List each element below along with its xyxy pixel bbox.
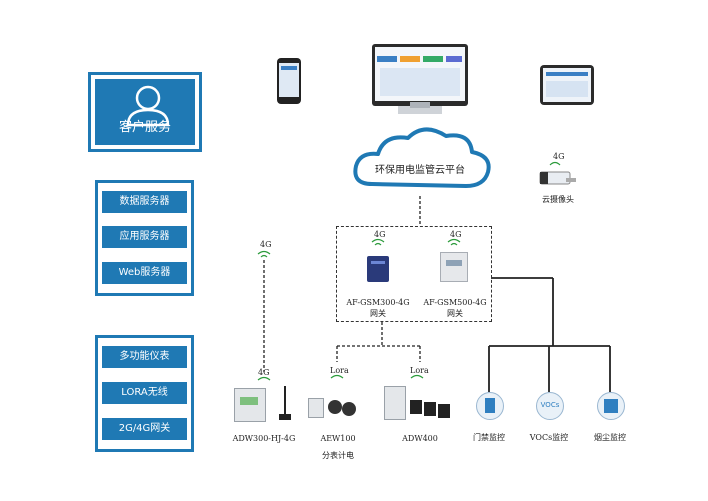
gateway1-name: AF-GSM300-4G bbox=[346, 298, 410, 307]
gateway-2g4g-label: 2G/4G网关 bbox=[102, 418, 187, 440]
dust-monitor-icon bbox=[597, 392, 625, 420]
lora-label: LORA无线 bbox=[102, 382, 187, 404]
app-server-label: 应用服务器 bbox=[102, 226, 187, 248]
aew100-meter-icon bbox=[308, 394, 358, 422]
web-server-label: Web服务器 bbox=[102, 262, 187, 284]
gateway1-signal-label: 4G bbox=[374, 230, 386, 239]
door-monitor-label: 门禁监控 bbox=[473, 433, 505, 442]
customer-service-label: 客户服务 bbox=[118, 120, 171, 135]
gateway1-device-icon bbox=[367, 256, 389, 282]
field-panel: 多功能仪表 LORA无线 2G/4G网关 bbox=[95, 335, 194, 452]
monitor-icon bbox=[372, 44, 468, 106]
tablet-icon bbox=[540, 65, 594, 105]
camera-label: 云摄像头 bbox=[542, 195, 574, 204]
data-server-label: 数据服务器 bbox=[102, 191, 187, 213]
gateway2-name: AF-GSM500-4G bbox=[423, 298, 487, 307]
camera-signal-label: 4G bbox=[553, 152, 565, 161]
adw300-meter-icon bbox=[234, 388, 266, 422]
door-monitor-icon bbox=[476, 392, 504, 420]
vocs-monitor-icon: VOCs bbox=[536, 392, 564, 420]
meter3-signal-label: Lora bbox=[410, 366, 429, 375]
gateway1-sub: 网关 bbox=[370, 309, 386, 318]
adw400-label: ADW400 bbox=[402, 434, 438, 443]
meter2-signal-label: Lora bbox=[330, 366, 349, 375]
monitor-neck bbox=[410, 102, 430, 108]
aew100-sub-label: 分表计电 bbox=[322, 451, 354, 460]
adw400-meter-icon bbox=[384, 386, 456, 426]
left-signal-label: 4G bbox=[260, 240, 272, 249]
gateway-box bbox=[336, 226, 492, 322]
gateway2-sub: 网关 bbox=[447, 309, 463, 318]
cloud-label: 环保用电监管云平台 bbox=[375, 165, 465, 176]
customer-service-panel: 客户服务 bbox=[88, 72, 202, 152]
customer-service-box: 客户服务 bbox=[95, 79, 195, 145]
aew100-label: AEW100 bbox=[320, 434, 356, 443]
gateway2-device-icon bbox=[440, 252, 468, 282]
vocs-monitor-label: VOCs监控 bbox=[529, 433, 569, 442]
dust-monitor-label: 烟尘监控 bbox=[594, 433, 626, 442]
gateway2-signal-label: 4G bbox=[450, 230, 462, 239]
user-icon bbox=[126, 85, 170, 127]
server-panel: 数据服务器 应用服务器 Web服务器 bbox=[95, 180, 194, 296]
vocs-icon-text: VOCs bbox=[540, 401, 560, 409]
meter1-signal-label: 4G bbox=[258, 368, 270, 377]
monitor-stand bbox=[398, 106, 442, 114]
phone-icon bbox=[277, 58, 301, 104]
adw300-label: ADW300-HJ-4G bbox=[232, 434, 296, 443]
multifunction-meter-label: 多功能仪表 bbox=[102, 346, 187, 368]
